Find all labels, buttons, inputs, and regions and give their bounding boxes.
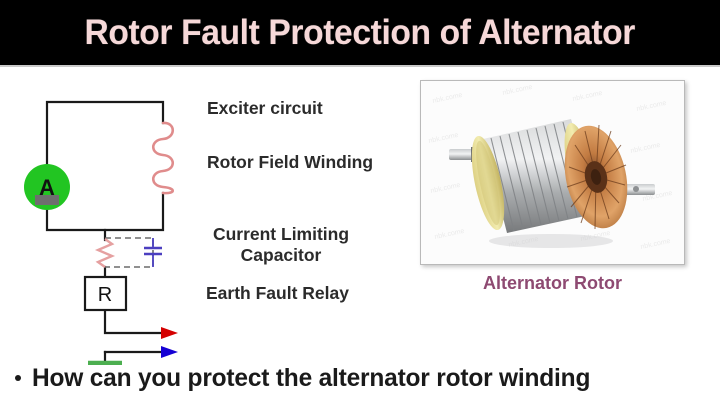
capacitor-dashed-box: [105, 237, 154, 268]
capacitor-symbol: [144, 238, 162, 267]
current-limiting-resistor: [94, 238, 116, 268]
bullet-dot-icon: [15, 375, 21, 381]
rotor-photo-frame: nbk.come nbk.come nbk.come nbk.come nbk.…: [420, 80, 685, 265]
label-rotor-field-winding: Rotor Field Winding: [207, 152, 374, 172]
rotor-photo-caption: Alternator Rotor: [483, 273, 622, 293]
header-bar: Rotor Fault Protection of Alternator: [0, 0, 720, 65]
red-arrow-icon: [161, 327, 178, 339]
copper-end-winding: [564, 124, 628, 230]
content-area: A R: [0, 67, 720, 404]
ground-icon: [88, 360, 122, 365]
circuit-diagram: A R: [24, 100, 178, 365]
insulation-band-left: [471, 135, 505, 231]
alternator-symbol: A: [24, 164, 70, 210]
bullet-row: How can you protect the alternator rotor…: [11, 364, 711, 393]
alternator-label: A: [39, 175, 55, 200]
rotor-field-winding-coil: [151, 121, 175, 195]
earth-fault-relay-box: R: [83, 275, 128, 312]
label-earth-fault-relay: Earth Fault Relay: [206, 283, 349, 303]
blue-arrow-icon: [161, 346, 178, 358]
label-current-limiting-capacitor: Current Limiting Capacitor: [212, 224, 350, 265]
alternator-rotor-photo: nbk.come nbk.come nbk.come nbk.come nbk.…: [421, 81, 684, 264]
relay-label: R: [98, 284, 112, 306]
page-title: Rotor Fault Protection of Alternator: [84, 12, 636, 52]
circuit-wires: [45, 100, 167, 364]
label-exciter-circuit: Exciter circuit: [207, 98, 323, 118]
header-divider: [0, 65, 720, 67]
bullet-text: How can you protect the alternator rotor…: [32, 364, 591, 392]
